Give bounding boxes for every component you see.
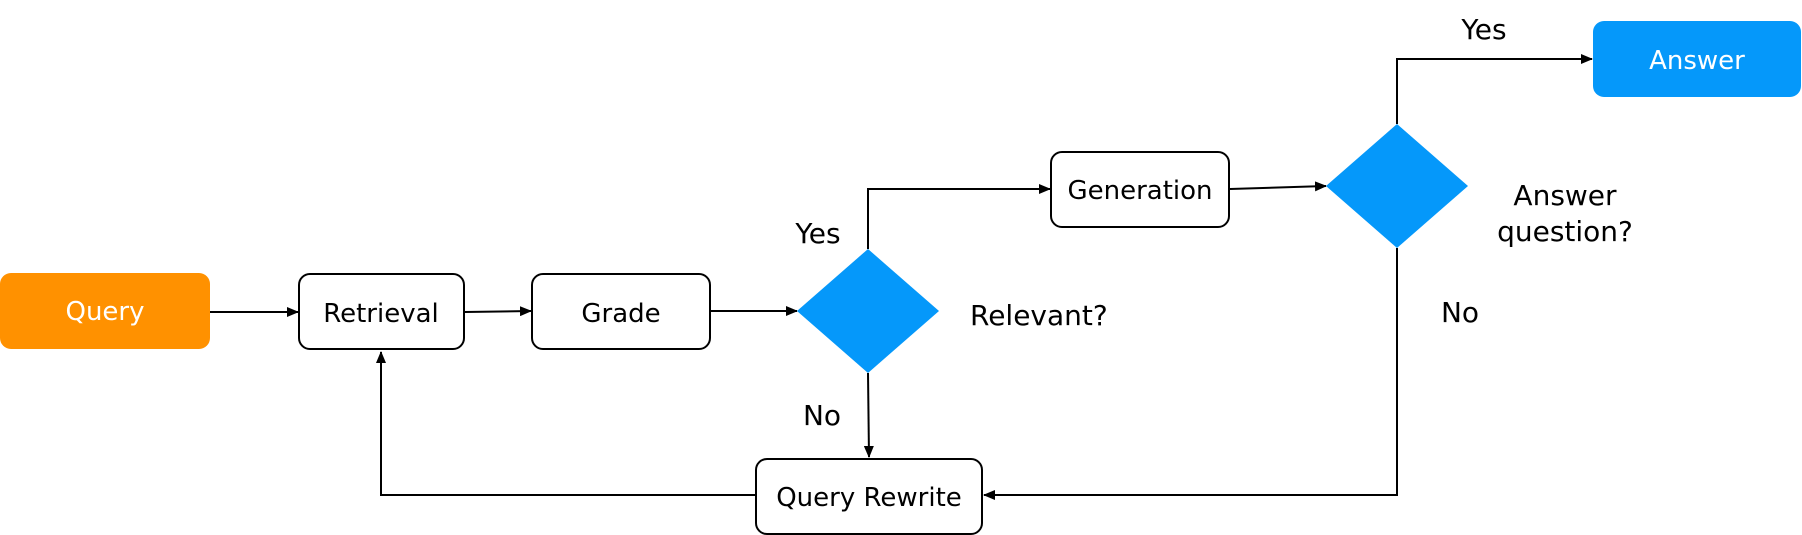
grade-label: Grade [581, 299, 660, 329]
edge-retrieval-to-grade [464, 306, 532, 317]
relevant-no-label: No [803, 399, 841, 432]
edge-answer-no-to-rewrite [983, 248, 1398, 500]
edge-relevant-yes-to-generation [867, 184, 1051, 249]
answer-node: Answer [1593, 21, 1801, 97]
grade-node: Grade [531, 273, 711, 350]
relevant-decision [797, 249, 939, 373]
generation-label: Generation [1067, 176, 1212, 206]
query-node: Query [0, 273, 210, 349]
edge-generation-to-answer-question [1229, 181, 1327, 192]
generation-node: Generation [1050, 151, 1230, 228]
relevant-yes-label: Yes [794, 217, 840, 250]
relevant-question-label: Relevant? [970, 299, 1108, 332]
query-rewrite-label: Query Rewrite [776, 483, 962, 513]
edge-relevant-no-to-rewrite [863, 372, 874, 458]
answer-question-label-line2: question? [1497, 215, 1633, 248]
answer-question-decision [1326, 124, 1468, 248]
query-rewrite-node: Query Rewrite [755, 458, 983, 535]
answer-question-label-line1: Answer [1513, 179, 1617, 212]
edges [210, 54, 1593, 500]
retrieval-label: Retrieval [323, 299, 439, 329]
answer-yes-label: Yes [1460, 13, 1506, 46]
query-label: Query [65, 297, 144, 327]
retrieval-node: Retrieval [298, 273, 465, 350]
edge-answer-yes-to-answer [1396, 54, 1593, 124]
edge-rewrite-to-retrieval [376, 351, 755, 496]
answer-label: Answer [1649, 46, 1745, 76]
answer-no-label: No [1441, 296, 1479, 329]
